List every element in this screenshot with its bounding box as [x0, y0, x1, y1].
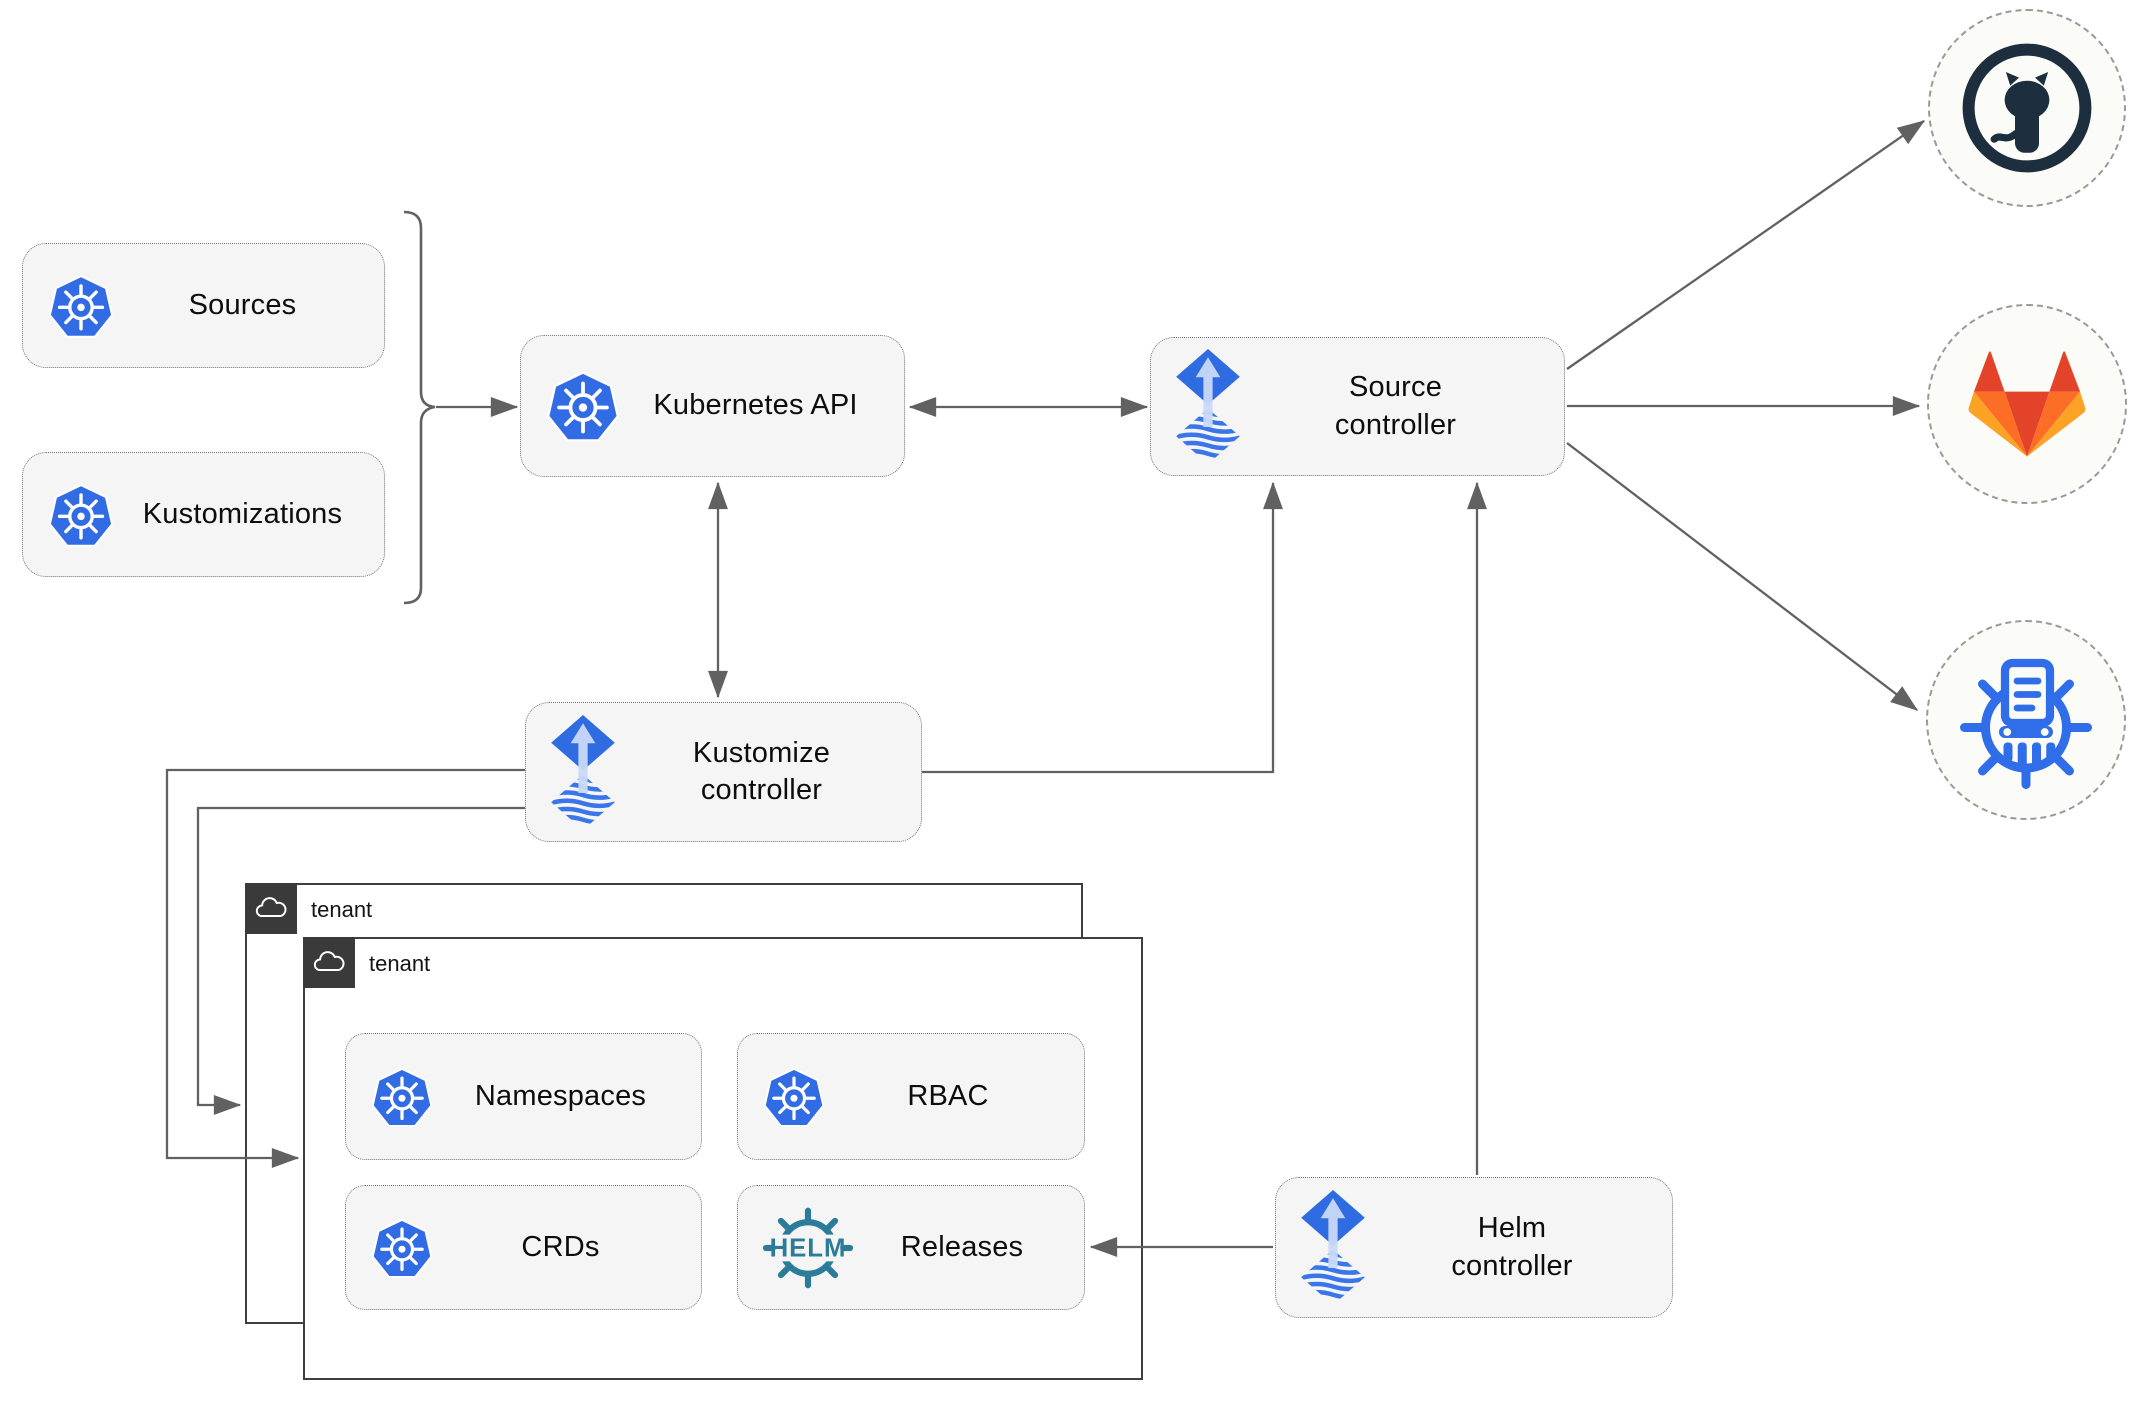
node-label: Helm controller: [1451, 1212, 1573, 1282]
node-sources: Sources: [22, 243, 385, 368]
kubernetes-icon: [545, 368, 621, 444]
node-kustomize-controller: Kustomize controller: [525, 702, 922, 842]
chartmuseum-icon: [1960, 658, 2092, 789]
helm-wordmark: HELM: [770, 1234, 847, 1262]
node-label: Namespaces: [474, 1079, 647, 1112]
kubernetes-icon: [762, 1065, 826, 1129]
endpoint-chartmuseum: [1926, 620, 2126, 820]
endpoint-github: [1928, 9, 2126, 207]
tenant-label: tenant: [369, 951, 431, 976]
node-label: Kustomize controller: [692, 736, 831, 806]
kubernetes-icon: [370, 1065, 434, 1129]
helm-icon: HELM: [762, 1207, 854, 1288]
node-source-controller: Source controller: [1150, 337, 1565, 476]
node-namespaces: Namespaces: [345, 1033, 702, 1160]
kubernetes-icon: [47, 481, 115, 549]
gitlab-icon: [1968, 351, 2086, 457]
tenant-tab: [302, 936, 355, 988]
node-kustomizations: Kustomizations: [22, 452, 385, 577]
flux-icon: [1300, 1190, 1366, 1305]
kubernetes-icon: [47, 272, 115, 340]
node-label: Releases: [900, 1230, 1024, 1263]
node-label: Sources: [188, 288, 297, 321]
node-label: CRDs: [521, 1230, 600, 1263]
node-label: Kustomizations: [142, 497, 343, 530]
cloud-icon: [311, 950, 347, 974]
node-rbac: RBAC: [737, 1033, 1085, 1160]
flux-icon: [1175, 349, 1241, 464]
node-helm-controller: Helm controller: [1275, 1177, 1673, 1318]
node-releases: HELM Releases: [737, 1185, 1085, 1310]
node-label: RBAC: [907, 1079, 989, 1112]
node-crds: CRDs: [345, 1185, 702, 1310]
github-icon: [1962, 43, 2092, 173]
cloud-icon: [253, 896, 289, 920]
flux-icon: [550, 715, 616, 830]
tenant-label: tenant: [311, 897, 373, 922]
node-label: Kubernetes API: [653, 389, 858, 422]
node-label: Source controller: [1334, 371, 1457, 441]
kubernetes-icon: [370, 1216, 434, 1280]
tenant-tab: [244, 882, 297, 934]
node-kubernetes-api: Kubernetes API: [520, 335, 905, 477]
grouping-brace: [403, 210, 436, 605]
endpoint-gitlab: [1927, 304, 2127, 504]
